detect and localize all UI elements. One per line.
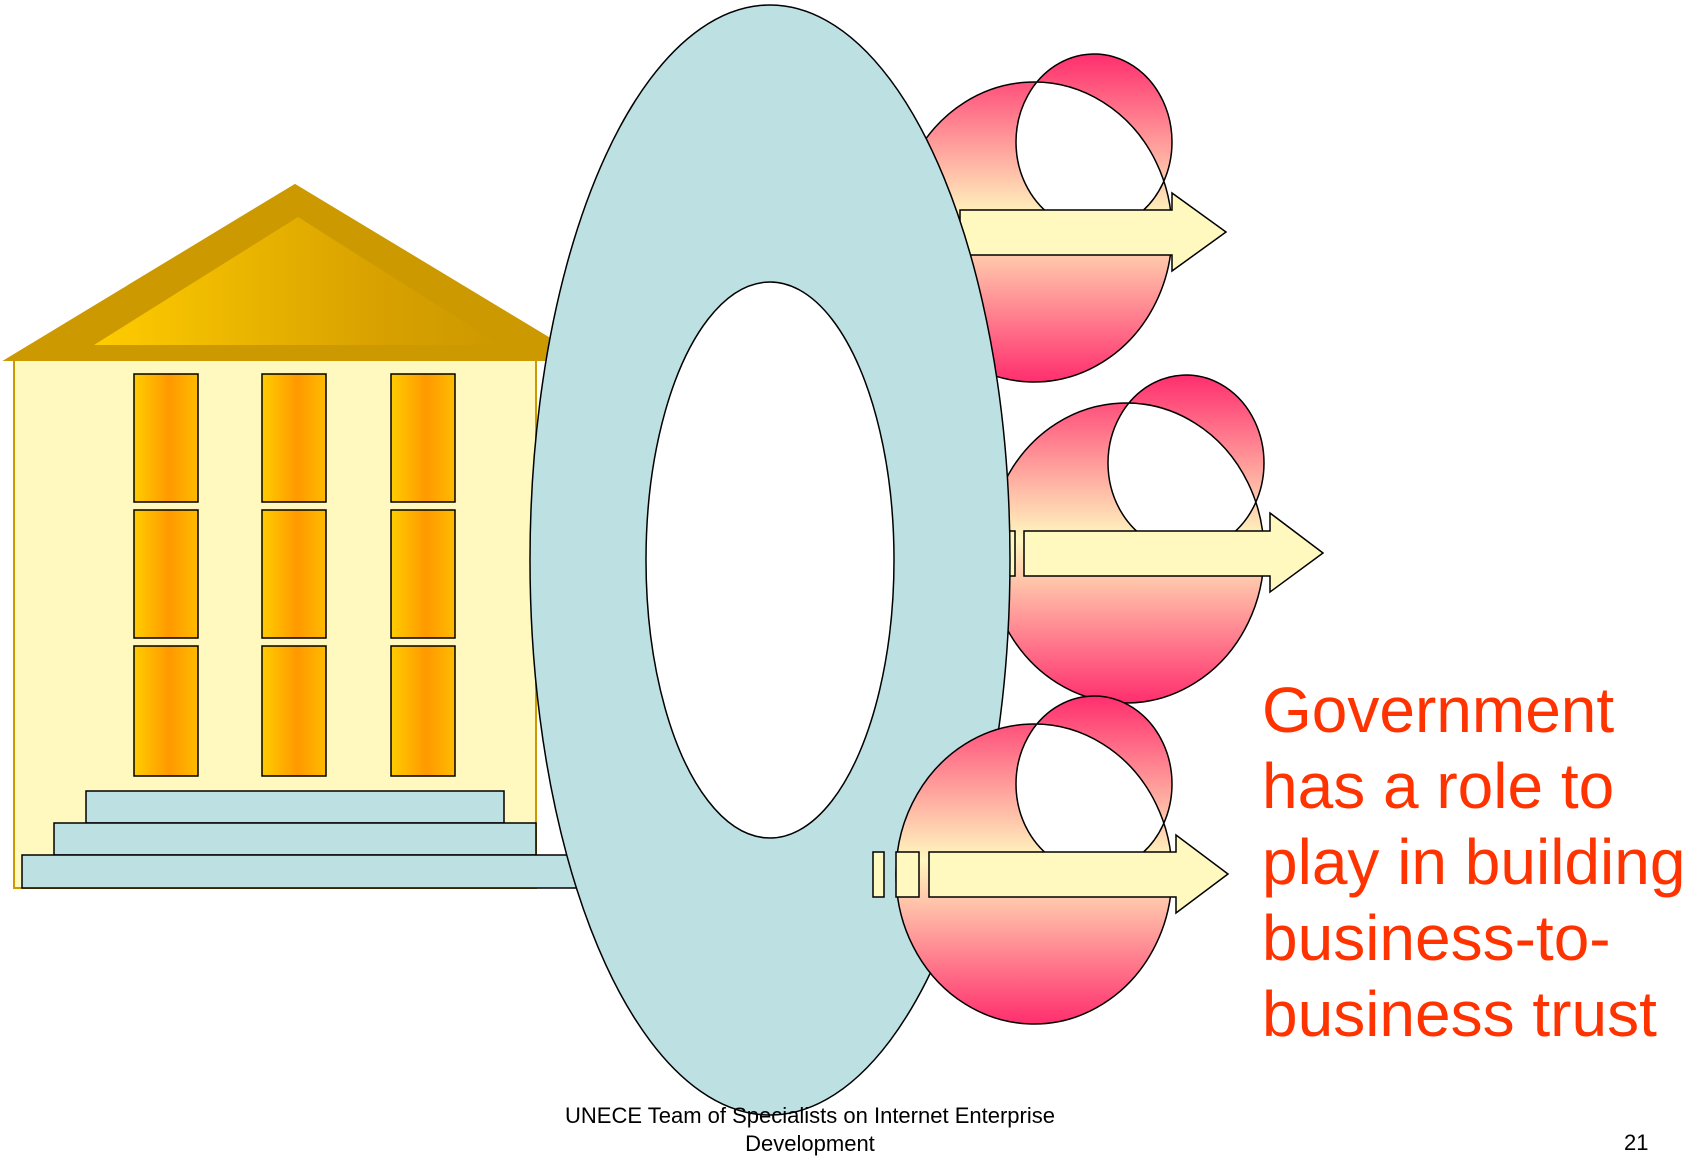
pillar-block: [133, 645, 199, 777]
building-step: [53, 822, 537, 856]
message-line: Government: [1262, 674, 1615, 746]
trust-ring-icon: [529, 4, 1011, 1116]
swirl-arrow-bottom: [872, 695, 1230, 1025]
message-line: has a role to: [1262, 750, 1615, 822]
trust-message: Government has a role to play in buildin…: [1262, 672, 1692, 1052]
pillar-block: [133, 509, 199, 639]
swirl-arrow-top: [895, 53, 1228, 383]
page-number: 21: [1624, 1130, 1649, 1155]
message-line: play in building: [1262, 826, 1686, 898]
building-pediment: [94, 217, 500, 345]
government-building-icon: [2, 183, 589, 889]
arrow-head: [959, 191, 1228, 273]
building-step: [21, 854, 583, 889]
arrow-tail-block: [872, 851, 885, 898]
building-pillars: [133, 373, 456, 777]
pillar-block: [390, 373, 456, 503]
arrow-tail-block: [895, 851, 920, 898]
pillar-block: [261, 645, 327, 777]
building-step: [85, 790, 505, 824]
pillar-block: [261, 373, 327, 503]
arrow-shaft: [1023, 511, 1325, 594]
message-line: business-to-: [1262, 902, 1611, 974]
footer-line: UNECE Team of Specialists on Internet En…: [565, 1103, 1055, 1128]
pillar-block: [390, 645, 456, 777]
arrow-shaft: [928, 833, 1230, 915]
swirl-arrow-middle: [971, 374, 1325, 704]
building-steps: [21, 790, 583, 889]
pillar-block: [133, 373, 199, 503]
pillar-block: [261, 509, 327, 639]
footer-credit: UNECE Team of Specialists on Internet En…: [480, 1102, 1140, 1158]
pillar-block: [390, 509, 456, 639]
footer-line: Development: [745, 1131, 875, 1156]
message-line: business trust: [1262, 978, 1657, 1050]
